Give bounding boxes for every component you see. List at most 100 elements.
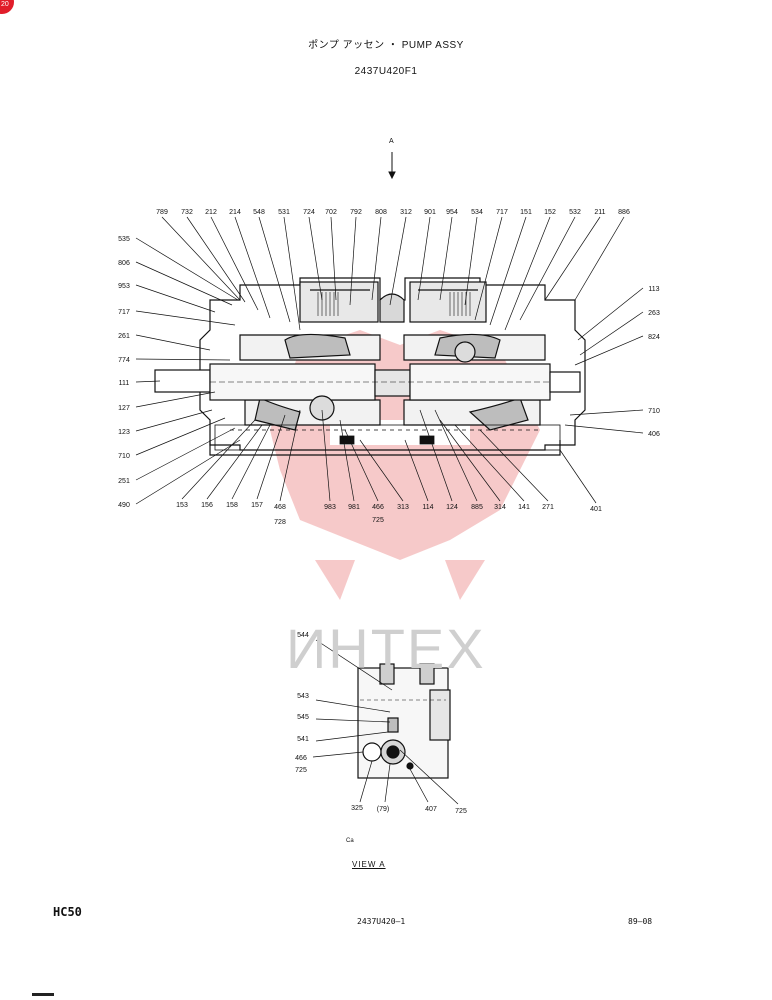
top-callout-leader: [186, 216, 246, 303]
left-callout-leader: [135, 284, 216, 313]
callout-leaders: [135, 216, 644, 505]
bottom-callout-label: 885: [471, 504, 483, 511]
top-callout-label: 534: [471, 209, 483, 216]
watermark-text: ИНТЕХ: [286, 617, 486, 680]
view-a-callout-leader: [399, 749, 459, 805]
top-callout-label: 211: [594, 209, 605, 216]
part-number: 2437U420F1: [354, 66, 418, 77]
view-a-callout-leader: [359, 760, 373, 803]
bottom-callout-leader: [559, 449, 597, 504]
page-badge-label: 20: [1, 1, 9, 8]
view-a-small-note: Ca: [346, 838, 354, 844]
view-arrow-label: A: [389, 138, 394, 145]
view-a-callout-leader: [315, 718, 391, 723]
top-callout-label: 808: [375, 209, 387, 216]
left-callout-leader: [135, 439, 241, 505]
left-callout-leader: [135, 391, 216, 408]
bottom-callout-leader: [404, 439, 429, 502]
right-callout-leader: [574, 335, 644, 366]
bottom-callout-label: 468: [274, 504, 286, 511]
bottom-callout-label: 157: [251, 502, 263, 509]
bottom-callout-label: 466: [372, 504, 384, 511]
top-callout-leader: [161, 216, 241, 301]
view-a-callout-leader: [315, 731, 389, 742]
view-a-callout-label: 325: [351, 805, 363, 812]
left-callout-leader: [135, 237, 239, 301]
top-callout-label: 717: [496, 209, 508, 216]
bottom-callout-label: 124: [446, 504, 458, 511]
top-callout-label: 212: [205, 209, 217, 216]
top-callout-label: 312: [400, 209, 412, 216]
left-callout-label: 251: [118, 478, 130, 485]
top-callout-leader: [417, 216, 431, 301]
view-a-callout-label: 407: [425, 806, 437, 813]
left-callout-leader: [135, 261, 233, 306]
bottom-plate: [214, 424, 561, 451]
top-callout-label: 901: [424, 209, 436, 216]
top-callout-leader: [389, 216, 407, 306]
top-callout-label: 954: [446, 209, 458, 216]
view-a-callout-label: 725: [295, 767, 307, 774]
top-callout-label: 724: [303, 209, 315, 216]
bottom-callout-leader: [359, 439, 404, 502]
top-callout-leader: [489, 216, 527, 326]
view-a-detail: [357, 663, 451, 779]
view-a-callout-label: 466: [295, 755, 307, 762]
left-callout-label: 127: [118, 405, 130, 412]
left-callout-leader: [135, 358, 231, 361]
bottom-callout-label: 401: [590, 506, 602, 513]
top-callout-leader: [504, 216, 551, 331]
right-callout-label: 824: [648, 334, 660, 341]
right-callout-leader: [569, 409, 644, 416]
top-callout-label: 789: [156, 209, 168, 216]
left-callout-leader: [135, 409, 213, 432]
view-a-callout-label: 545: [297, 714, 309, 721]
bottom-callout-label: 114: [422, 504, 433, 511]
view-a-callout-label: (79): [377, 806, 389, 813]
bottom-callout-leader: [321, 409, 331, 502]
bottom-callout-label: 156: [201, 502, 213, 509]
right-callout-label: 113: [648, 286, 659, 293]
footer-date: 89—08: [628, 917, 653, 926]
bottom-callout-leader: [439, 419, 501, 502]
bottom-callout-leader: [454, 424, 525, 502]
top-callout-leader: [544, 216, 601, 301]
left-callout-label: 774: [118, 357, 130, 364]
left-callout-label: 953: [118, 283, 130, 290]
top-callout-leader: [349, 216, 357, 306]
bottom-callout-leader: [206, 424, 263, 500]
view-arrow: [388, 152, 396, 180]
view-a-callout-label: 541: [297, 736, 309, 743]
bottom-callout-leader: [419, 409, 453, 502]
right-callout-leader: [577, 287, 644, 341]
top-callout-label: 152: [544, 209, 556, 216]
bottom-callout-label: 313: [397, 504, 409, 511]
top-callout-leader: [258, 216, 291, 323]
bottom-callout-leader: [181, 419, 256, 500]
top-callout-leader: [439, 216, 453, 301]
right-callout-label: 263: [648, 310, 660, 317]
left-callout-label: 261: [118, 333, 130, 340]
top-callout-label: 548: [253, 209, 265, 216]
scan-mark: [32, 993, 54, 996]
view-a-callout-leader: [315, 699, 391, 713]
top-callout-label: 151: [520, 209, 532, 216]
right-callout-leader: [579, 311, 644, 356]
view-a-callout-label: 544: [297, 632, 309, 639]
bottom-sub-callout-label: 725: [372, 517, 384, 524]
view-a-callout-label: 543: [297, 693, 309, 700]
right-callout-label: 406: [648, 431, 660, 438]
left-callout-label: 111: [119, 380, 130, 387]
left-callout-leader: [135, 334, 211, 351]
top-callout-label: 214: [229, 209, 241, 216]
top-callout-leader: [464, 216, 478, 306]
right-callout-label: 710: [648, 408, 660, 415]
top-callout-leader: [210, 216, 259, 311]
left-callout-label: 806: [118, 260, 130, 267]
top-callout-label: 702: [325, 209, 337, 216]
bottom-callout-label: 314: [494, 504, 506, 511]
view-a-leaders: [312, 639, 459, 805]
bottom-sub-callout-label: 728: [274, 519, 286, 526]
